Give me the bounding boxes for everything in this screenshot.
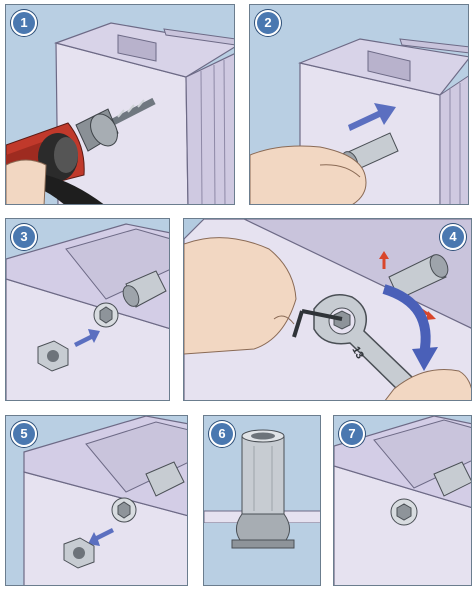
step-3-panel: 3	[5, 218, 170, 401]
step-2-panel: 2	[249, 4, 469, 205]
drilling-illustration	[6, 5, 235, 205]
step-4-badge: 4	[440, 224, 466, 250]
step-2-badge: 2	[255, 10, 281, 36]
step-6-panel: 6	[203, 415, 321, 586]
step-1-panel: 1	[5, 4, 235, 205]
tightening-illustration: 13	[184, 219, 472, 401]
insert-illustration	[250, 5, 469, 205]
rivet-nut-icon	[94, 303, 118, 327]
step-4-panel: 13 4	[183, 218, 472, 401]
hand-icon	[6, 160, 46, 205]
step-6-badge: 6	[209, 421, 235, 447]
step-5-badge: 5	[11, 421, 37, 447]
rivet-nut-icon	[232, 430, 294, 548]
step-5-panel: 5	[5, 415, 188, 586]
step-3-badge: 3	[11, 224, 37, 250]
step-7-badge: 7	[339, 421, 365, 447]
step-7-panel: 7	[333, 415, 472, 586]
rivet-nut-icon	[391, 499, 417, 525]
rivet-nut-icon	[112, 498, 136, 522]
step-1-badge: 1	[11, 10, 37, 36]
